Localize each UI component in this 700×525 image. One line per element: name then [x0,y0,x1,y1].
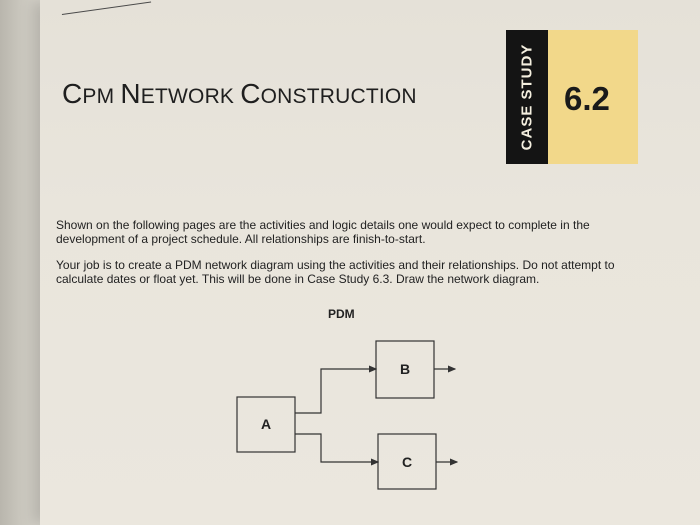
title-part: ETWORK [140,85,241,108]
page-title: CPM NETWORK CONSTRUCTION [62,78,417,110]
node-a-box [236,396,296,453]
intro-paragraph: Shown on the following pages are the act… [56,218,590,246]
book-page: CPM NETWORK CONSTRUCTION CASE STUDY 6.2 … [40,0,700,525]
case-study-stripe: CASE STUDY [506,30,548,164]
node-b-label: B [400,361,410,377]
connector-a-c [295,433,380,466]
node-c-label: C [402,454,412,470]
instruction-paragraph: Your job is to create a PDM network diag… [56,258,615,286]
title-part: C [62,78,83,109]
node-a-label: A [261,416,271,432]
title-part: N [120,78,141,109]
case-study-number: 6.2 [564,80,610,117]
pdm-diagram: B A C [236,340,459,490]
title-part: C [240,78,261,109]
connector-a-b [295,365,378,414]
title-part: ONSTRUCTION [260,85,417,108]
case-study-badge: CASE STUDY 6.2 [506,30,638,164]
diagram-label: PDM [328,307,355,321]
title-part: PM [82,85,121,108]
